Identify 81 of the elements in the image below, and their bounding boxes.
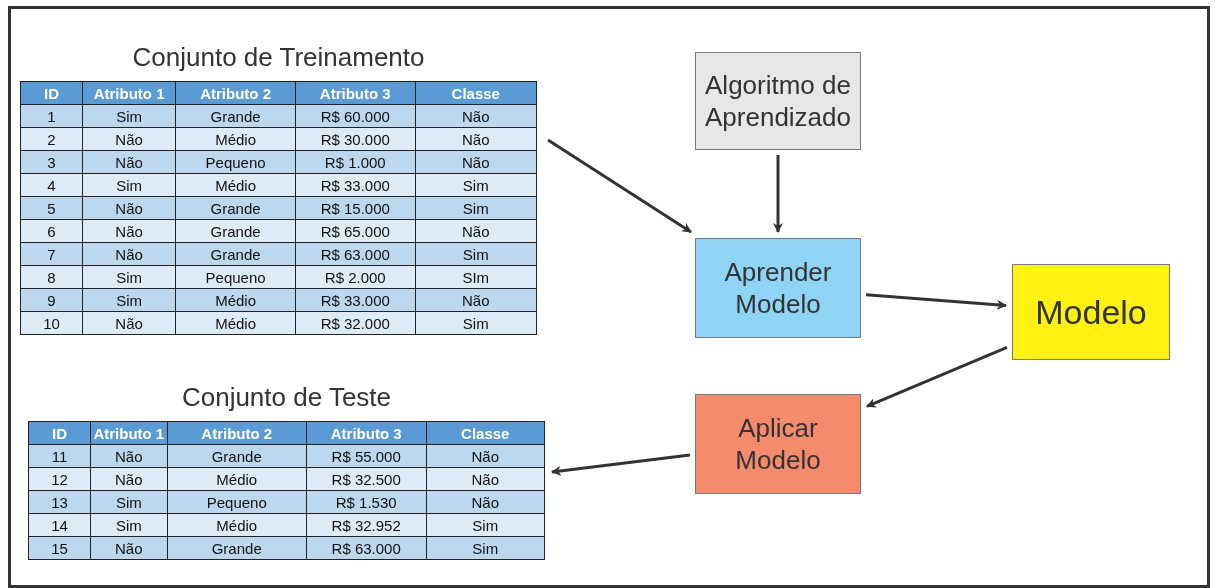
data-cell: Médio (175, 288, 296, 312)
data-cell: 14 (28, 513, 91, 537)
data-cell: 1 (20, 104, 83, 128)
arrow (773, 155, 783, 233)
data-cell: 12 (28, 467, 91, 491)
arrow (865, 293, 1007, 310)
data-cell: Pequeno (167, 490, 307, 514)
data-cell: Não (415, 288, 537, 312)
data-cell: Não (426, 490, 545, 514)
data-cell: R$ 55.000 (306, 444, 426, 468)
data-cell: 9 (20, 288, 83, 312)
data-cell: R$ 33.000 (295, 288, 416, 312)
data-cell: 8 (20, 265, 83, 289)
data-cell: Sim (415, 196, 537, 220)
arrow (866, 346, 1008, 408)
data-cell: Não (415, 104, 537, 128)
data-cell: Grande (175, 104, 296, 128)
data-cell: Não (415, 219, 537, 243)
header-cell: Atributo 1 (90, 421, 168, 445)
data-cell: R$ 65.000 (295, 219, 416, 243)
data-cell: Não (415, 150, 537, 174)
arrow (551, 453, 691, 476)
data-cell: Pequeno (175, 150, 296, 174)
data-cell: Sim (415, 311, 537, 335)
header-cell: Classe (426, 421, 545, 445)
header-cell: Atributo 3 (295, 81, 416, 105)
data-cell: Sim (415, 242, 537, 266)
data-cell: R$ 2.000 (295, 265, 416, 289)
data-cell: Grande (175, 219, 296, 243)
data-cell: Não (426, 467, 545, 491)
data-cell: R$ 33.000 (295, 173, 416, 197)
data-cell: Médio (175, 127, 296, 151)
data-cell: Pequeno (175, 265, 296, 289)
header-cell: Classe (415, 81, 537, 105)
data-cell: R$ 1.530 (306, 490, 426, 514)
data-cell: 13 (28, 490, 91, 514)
data-cell: R$ 30.000 (295, 127, 416, 151)
data-cell: Grande (175, 242, 296, 266)
header-cell: ID (20, 81, 83, 105)
data-cell: 5 (20, 196, 83, 220)
table-title: Conjunto de Treinamento (131, 42, 426, 73)
data-cell: R$ 32.952 (306, 513, 426, 537)
data-cell: Sim (426, 513, 545, 537)
data-cell: 11 (28, 444, 91, 468)
table-title: Conjunto de Teste (180, 382, 393, 413)
data-cell: R$ 60.000 (295, 104, 416, 128)
header-cell: Atributo 2 (167, 421, 307, 445)
data-cell: Médio (167, 467, 307, 491)
data-cell: Sim (415, 173, 537, 197)
data-cell: R$ 1.000 (295, 150, 416, 174)
data-cell: R$ 63.000 (295, 242, 416, 266)
data-cell: Não (426, 444, 545, 468)
data-cell: Grande (175, 196, 296, 220)
header-cell: Atributo 1 (82, 81, 176, 105)
data-cell: 3 (20, 150, 83, 174)
process-box: Aprender Modelo (695, 238, 861, 338)
process-box: Algoritmo de Aprendizado (695, 52, 861, 150)
process-box: Aplicar Modelo (695, 394, 861, 494)
data-cell: R$ 63.000 (306, 536, 426, 560)
data-cell: Médio (175, 311, 296, 335)
data-cell: 10 (20, 311, 83, 335)
data-cell: 2 (20, 127, 83, 151)
data-cell: Médio (167, 513, 307, 537)
data-cell: Médio (175, 173, 296, 197)
arrow (547, 138, 692, 234)
header-cell: ID (28, 421, 91, 445)
data-cell: R$ 32.500 (306, 467, 426, 491)
data-cell: R$ 15.000 (295, 196, 416, 220)
data-cell: Grande (167, 444, 307, 468)
data-cell: 7 (20, 242, 83, 266)
data-cell: Não (415, 127, 537, 151)
process-box: Modelo (1012, 264, 1170, 360)
data-cell: SIm (415, 265, 537, 289)
data-cell: 15 (28, 536, 91, 560)
data-cell: Sim (426, 536, 545, 560)
data-cell: 6 (20, 219, 83, 243)
data-cell: Grande (167, 536, 307, 560)
data-cell: R$ 32.000 (295, 311, 416, 335)
header-cell: Atributo 2 (175, 81, 296, 105)
header-cell: Atributo 3 (306, 421, 426, 445)
data-cell: 4 (20, 173, 83, 197)
